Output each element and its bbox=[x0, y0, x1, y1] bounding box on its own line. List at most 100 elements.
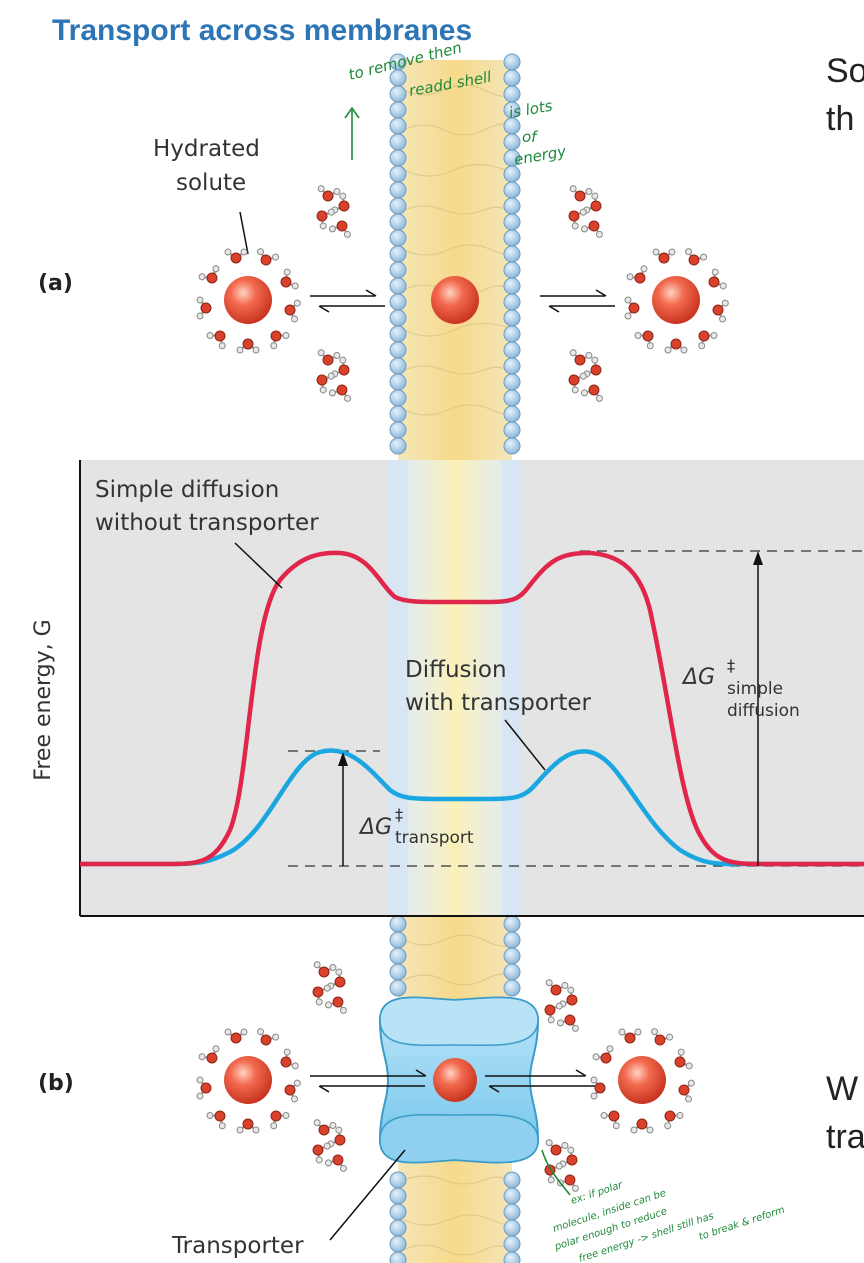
lipid-head bbox=[503, 1171, 521, 1189]
lipid-head bbox=[389, 1235, 407, 1253]
lipid-head bbox=[503, 947, 521, 965]
lipid-head bbox=[503, 181, 521, 199]
hydrated-solute-label-1: Hydrated bbox=[153, 136, 260, 162]
lipid-head bbox=[503, 373, 521, 391]
lipid-head bbox=[503, 1219, 521, 1237]
delta-g-simple-subscript-2: diffusion bbox=[727, 701, 800, 721]
lipid-head bbox=[503, 85, 521, 103]
lipid-head bbox=[503, 197, 521, 215]
lipid-head bbox=[389, 1203, 407, 1221]
lipid-head bbox=[389, 931, 407, 949]
lipid-head bbox=[389, 101, 407, 119]
lipid-head bbox=[503, 389, 521, 407]
svg-text:of: of bbox=[522, 128, 539, 146]
lipid-heads bbox=[389, 53, 521, 1263]
lipid-head bbox=[389, 405, 407, 423]
solute-in-membrane-a bbox=[431, 276, 479, 324]
y-axis-label: Free energy, G bbox=[31, 619, 56, 780]
lipid-head bbox=[389, 245, 407, 263]
slide-title: Transport across membranes bbox=[52, 14, 473, 47]
svg-text:‡: ‡ bbox=[395, 805, 403, 824]
lipid-head bbox=[389, 341, 407, 359]
hydrated-solute-left-b bbox=[197, 1028, 301, 1133]
lipid-head bbox=[503, 357, 521, 375]
lipid-head bbox=[503, 915, 521, 933]
lipid-head bbox=[389, 963, 407, 981]
panel-a: (a) Hydrated solute bbox=[38, 136, 729, 402]
delta-g-transport-subscript: transport bbox=[395, 828, 474, 848]
lipid-head bbox=[503, 245, 521, 263]
panel-b-label: (b) bbox=[38, 1071, 74, 1096]
lipid-head bbox=[503, 341, 521, 359]
cut-text-bottom-2: tra bbox=[826, 1118, 864, 1156]
lipid-head bbox=[389, 117, 407, 135]
lipid-head bbox=[389, 309, 407, 327]
lipid-head bbox=[389, 165, 407, 183]
lipid-head bbox=[389, 229, 407, 247]
simple-diffusion-curve bbox=[80, 550, 864, 867]
svg-text:‡: ‡ bbox=[727, 656, 735, 675]
lipid-head bbox=[503, 1203, 521, 1221]
lipid-head bbox=[389, 149, 407, 167]
svg-text:energy: energy bbox=[513, 142, 569, 169]
lipid-head bbox=[503, 325, 521, 343]
solute-in-transporter bbox=[433, 1058, 477, 1102]
hydrated-solute-label-2: solute bbox=[176, 170, 246, 196]
diffusion-transporter-label-2: with transporter bbox=[405, 690, 592, 716]
lipid-head bbox=[503, 277, 521, 295]
delta-g-transport-label: ΔG bbox=[358, 815, 392, 840]
lipid-head bbox=[503, 1235, 521, 1253]
lipid-head bbox=[389, 1219, 407, 1237]
handwritten-note-bottom: ex: if polar molecule, inside can be pol… bbox=[541, 1149, 786, 1263]
lipid-head bbox=[503, 229, 521, 247]
lipid-head bbox=[503, 261, 521, 279]
simple-diffusion-label-1: Simple diffusion bbox=[95, 477, 279, 503]
lipid-head bbox=[389, 133, 407, 151]
cut-text-top-1: So bbox=[826, 52, 864, 90]
lipid-head bbox=[503, 213, 521, 231]
lipid-head bbox=[389, 389, 407, 407]
lipid-head bbox=[503, 293, 521, 311]
delta-g-simple-subscript-1: simple bbox=[727, 679, 783, 699]
lipid-head bbox=[389, 85, 407, 103]
lipid-head bbox=[503, 1187, 521, 1205]
lipid-head bbox=[503, 53, 521, 71]
lipid-head bbox=[389, 181, 407, 199]
energy-graph: Simple diffusion without transporter Dif… bbox=[31, 460, 864, 917]
transporter-label: Transporter bbox=[171, 1233, 304, 1259]
lipid-head bbox=[503, 309, 521, 327]
lipid-head bbox=[389, 293, 407, 311]
lipid-head bbox=[503, 963, 521, 981]
lipid-head bbox=[389, 421, 407, 439]
lipid-head bbox=[503, 979, 521, 997]
lipid-head bbox=[389, 1171, 407, 1189]
lipid-head bbox=[503, 133, 521, 151]
panel-a-label: (a) bbox=[38, 271, 73, 296]
transport-curve bbox=[80, 748, 864, 867]
hydrated-solute-left-a bbox=[197, 248, 301, 353]
lipid-head bbox=[389, 197, 407, 215]
lipid-head bbox=[389, 357, 407, 375]
lipid-head bbox=[503, 405, 521, 423]
lipid-head bbox=[389, 261, 407, 279]
lipid-head bbox=[503, 1251, 521, 1263]
lipid-head bbox=[389, 1251, 407, 1263]
panel-b: (b) Transporter bbox=[38, 961, 695, 1259]
hydrated-solute-right-b bbox=[591, 1028, 695, 1133]
lipid-head bbox=[389, 979, 407, 997]
delta-g-simple-label: ΔG bbox=[681, 665, 715, 690]
lipid-head bbox=[503, 931, 521, 949]
lipid-head bbox=[389, 277, 407, 295]
lipid-head bbox=[389, 373, 407, 391]
lipid-head bbox=[389, 437, 407, 455]
lipid-head bbox=[389, 213, 407, 231]
lipid-head bbox=[503, 437, 521, 455]
hydrated-solute-right-a bbox=[625, 248, 729, 353]
diffusion-transporter-label-1: Diffusion bbox=[405, 657, 507, 683]
lipid-head bbox=[389, 1187, 407, 1205]
lipid-head bbox=[503, 69, 521, 87]
lipid-head bbox=[389, 947, 407, 965]
simple-diffusion-label-2: without transporter bbox=[95, 510, 319, 536]
lipid-head bbox=[389, 915, 407, 933]
